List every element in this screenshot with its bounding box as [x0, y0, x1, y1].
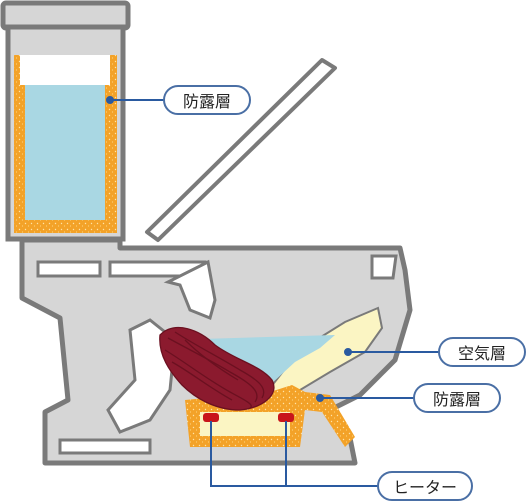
tank-lid — [0, 0, 131, 31]
waste-mass — [159, 326, 275, 411]
label-heater: ヒーター — [377, 471, 473, 501]
trap-pipe — [106, 318, 177, 434]
tank-water — [25, 85, 105, 220]
label-bowl-insulation: 防露層 — [413, 383, 501, 413]
heater-left — [203, 413, 219, 422]
label-tank-insulation: 防露層 — [163, 85, 251, 115]
heater-right — [278, 413, 294, 422]
label-air-layer: 空気層 — [438, 337, 526, 367]
leader-lines — [106, 96, 440, 487]
seat-lid — [145, 58, 337, 242]
